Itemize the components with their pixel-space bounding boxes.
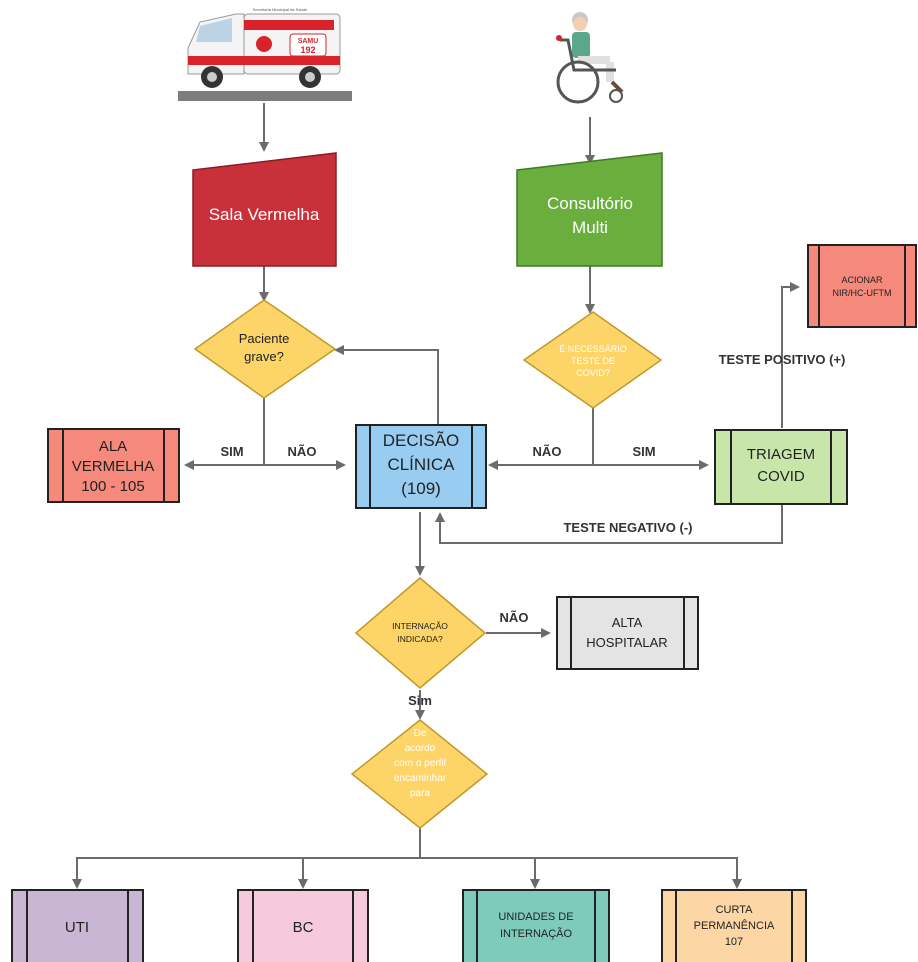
ambulance-top-text: Secretaria Municipal de Saúde xyxy=(253,7,308,12)
teste-covid-line3: COVID? xyxy=(576,368,610,378)
triagem-line1: TRIAGEM xyxy=(747,446,815,463)
wheelchair-patient-icon xyxy=(556,12,624,104)
ala-vermelha-line2: VERMELHA xyxy=(72,458,155,475)
ambulance-number: 192 xyxy=(300,45,315,55)
edge-label-sim-internacao: Sim xyxy=(408,693,432,708)
consultorio-label-line2: Multi xyxy=(572,218,608,237)
decisao-line3: (109) xyxy=(401,479,441,498)
perfil-line2: acordo xyxy=(405,743,436,754)
alta-line2: HOSPITALAR xyxy=(586,635,667,650)
decisao-clinica-node: DECISÃO CLÍNICA (109) xyxy=(355,424,487,509)
curta-line3: 107 xyxy=(725,936,743,948)
uti-label: UTI xyxy=(65,919,89,936)
perfil-line5: para xyxy=(410,788,430,799)
paciente-grave-line2: grave? xyxy=(244,349,284,364)
sala-vermelha-node: Sala Vermelha xyxy=(192,152,337,267)
decisao-line1: DECISÃO xyxy=(383,431,460,450)
curta-line1: CURTA xyxy=(716,904,754,916)
internacao-line2: INDICADA? xyxy=(397,634,443,644)
edge-label-nao-right: NÃO xyxy=(533,444,562,459)
edge-label-sim-right: SIM xyxy=(632,444,655,459)
perfil-line1: De xyxy=(414,728,427,739)
triagem-line2: COVID xyxy=(757,468,805,485)
teste-covid-line1: É NECESSÁRIO xyxy=(559,344,627,354)
perfil-line3: com o perfil xyxy=(394,758,446,769)
unidades-internacao-node: UNIDADES DE INTERNAÇÃO xyxy=(462,889,610,962)
alta-line1: ALTA xyxy=(612,615,643,630)
teste-covid-line2: TESTE DE xyxy=(571,356,615,366)
acionar-line2: NIR/HC-UFTM xyxy=(833,288,892,298)
curta-permanencia-node: CURTA PERMANÊNCIA 107 xyxy=(661,889,807,962)
edge-label-teste-negativo: TESTE NEGATIVO (-) xyxy=(563,520,692,535)
acionar-nir-node: ACIONAR NIR/HC-UFTM xyxy=(807,244,917,328)
teste-covid-decision: É NECESSÁRIO TESTE DE COVID? xyxy=(522,311,663,409)
edges xyxy=(72,103,800,889)
bc-label: BC xyxy=(293,919,314,936)
ala-vermelha-line3: 100 - 105 xyxy=(81,478,144,495)
edge-label-nao-left: NÃO xyxy=(288,444,317,459)
edge-label-teste-positivo: TESTE POSITIVO (+) xyxy=(719,352,846,367)
ala-vermelha-node: ALA VERMELHA 100 - 105 xyxy=(47,428,180,503)
internacao-decision: INTERNAÇÃO INDICADA? xyxy=(354,577,487,689)
sala-vermelha-label: Sala Vermelha xyxy=(209,205,320,224)
edge-label-sim-left: SIM xyxy=(220,444,243,459)
triagem-covid-node: TRIAGEM COVID xyxy=(714,429,848,505)
edge-label-nao-internacao: NÃO xyxy=(500,610,529,625)
paciente-grave-line1: Paciente xyxy=(239,331,290,346)
unidades-line1: UNIDADES DE xyxy=(498,911,573,923)
perfil-decision: De acordo com o perfil encaminhar para xyxy=(350,719,489,829)
perfil-line4: encaminhar xyxy=(394,773,447,784)
uti-node: UTI xyxy=(11,889,144,962)
ambulance-icon: SAMU 192 Secretaria Municipal de Saúde xyxy=(178,7,352,101)
acionar-line1: ACIONAR xyxy=(841,275,883,285)
ala-vermelha-line1: ALA xyxy=(99,438,127,455)
paciente-grave-decision: Paciente grave? xyxy=(193,299,337,399)
alta-hospitalar-node: ALTA HOSPITALAR xyxy=(556,596,699,670)
unidades-line2: INTERNAÇÃO xyxy=(500,927,573,940)
consultorio-multi-node: Consultório Multi xyxy=(516,152,663,267)
curta-line2: PERMANÊNCIA xyxy=(694,919,775,932)
ambulance-brand: SAMU xyxy=(298,38,319,45)
bc-node: BC xyxy=(237,889,369,962)
consultorio-label-line1: Consultório xyxy=(547,194,633,213)
decisao-line2: CLÍNICA xyxy=(387,455,455,474)
internacao-line1: INTERNAÇÃO xyxy=(392,621,448,631)
